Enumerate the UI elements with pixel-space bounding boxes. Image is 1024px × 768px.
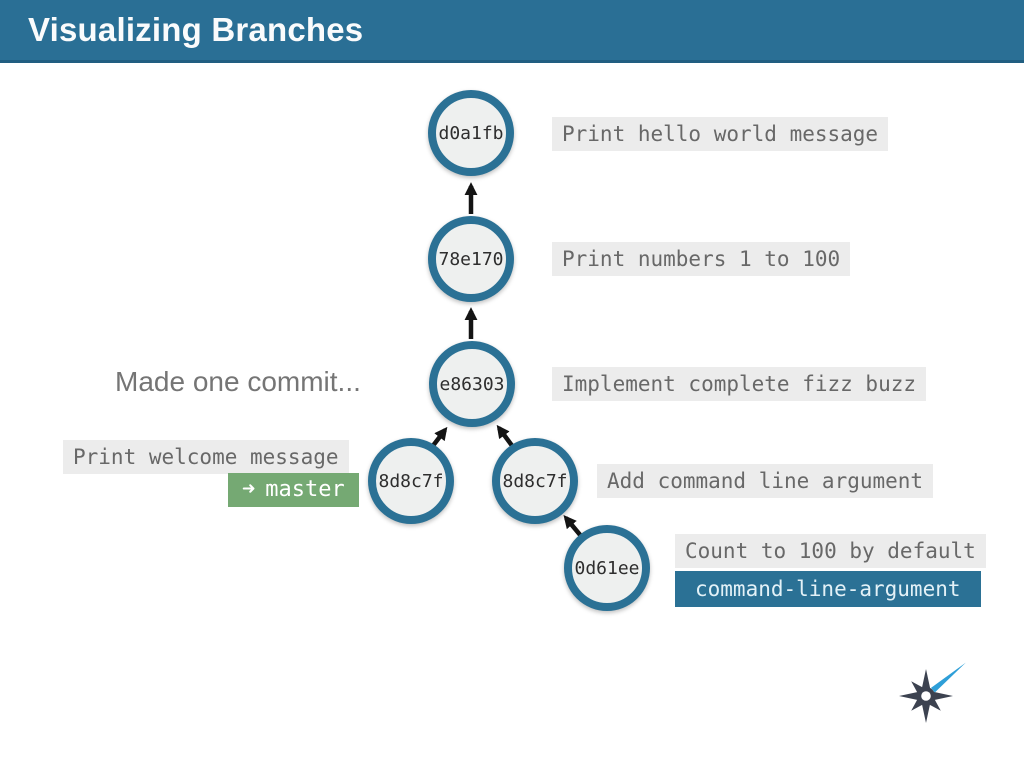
- commit-hash: 8d8c7f: [378, 470, 444, 492]
- page-title: Visualizing Branches: [28, 11, 364, 48]
- commit-hash: e86303: [439, 373, 505, 395]
- annotation-text: Made one commit...: [115, 366, 361, 397]
- commit-message-label: Implement complete fizz buzz: [552, 367, 927, 401]
- commit-hash: 78e170: [438, 248, 504, 270]
- logo-starburst-icon: [899, 662, 966, 723]
- branch-badge-command-line-argument: command-line-argument: [675, 571, 981, 607]
- commit-message-label: Print numbers 1 to 100: [552, 242, 851, 276]
- branch-badge-master: ➜ master: [228, 473, 359, 507]
- commit-node-8d8c7f-left: 8d8c7f: [368, 438, 454, 524]
- commit-node-78e170: 78e170: [428, 216, 514, 302]
- branch-arrow-icon: ➜: [242, 477, 256, 502]
- header-bar: Visualizing Branches: [0, 0, 1024, 63]
- commit-hash: 0d61ee: [574, 557, 640, 579]
- commit-message-label: Add command line argument: [597, 464, 934, 498]
- commit-message-label: Print hello world message: [552, 117, 889, 151]
- commit-node-0d61ee: 0d61ee: [564, 525, 650, 611]
- branch-name: master: [265, 477, 345, 502]
- commit-node-d0a1fb: d0a1fb: [428, 90, 514, 176]
- branch-name: command-line-argument: [695, 577, 961, 601]
- commit-hash: 8d8c7f: [502, 470, 568, 492]
- commit-node-e86303: e86303: [429, 341, 515, 427]
- commit-node-8d8c7f-right: 8d8c7f: [492, 438, 578, 524]
- commit-hash: d0a1fb: [438, 122, 504, 144]
- arrow-0d61ee-to-8d8c7f: [563, 515, 583, 538]
- commit-message-label: Print welcome message: [63, 440, 349, 474]
- commit-message-label: Count to 100 by default: [675, 534, 986, 568]
